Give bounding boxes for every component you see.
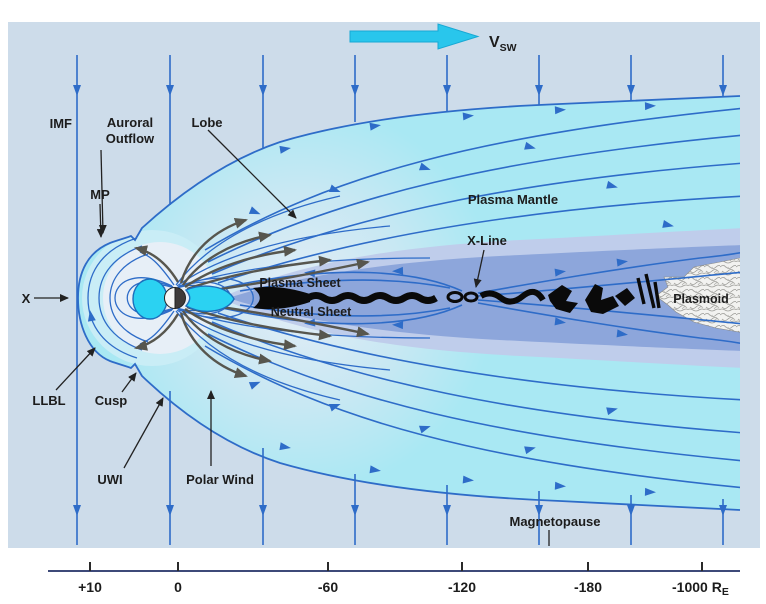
label-x-point: X (22, 291, 31, 306)
turbulent-hash (636, 273, 661, 309)
earth (164, 286, 186, 310)
imf-field-lines (73, 55, 727, 545)
label-auroral-outflow-line1: Auroral (107, 115, 153, 130)
label-uwi: UWI (97, 472, 122, 487)
label-cusp: Cusp (95, 393, 128, 408)
solar-wind-arrow (349, 23, 480, 50)
label-lobe: Lobe (191, 115, 222, 130)
solar-wind-label: VSW (489, 34, 517, 54)
label-neutral-sheet: Neutral Sheet (271, 305, 352, 319)
ion-outflow-arrows (134, 218, 370, 378)
post-xline-sheet (479, 288, 546, 305)
turbulent-blob-3 (615, 288, 635, 306)
llbl-boundary-arcs (87, 237, 149, 359)
neutral-sheet-assembly (253, 273, 661, 314)
label-imf: IMF (50, 116, 72, 131)
label-llbl: LLBL (32, 393, 65, 408)
label-plasmoid: Plasmoid (673, 292, 729, 306)
label-magnetopause: Magnetopause (509, 514, 600, 529)
axis-tick-0: 0 (174, 579, 182, 595)
axis-tick-plus10: +10 (78, 579, 102, 595)
axis-tick-minus120: -120 (448, 579, 476, 595)
axis-tick-minus1000re: -1000 RE (672, 579, 729, 598)
turbulent-blob-2 (585, 284, 619, 314)
x-line-ring (446, 291, 464, 303)
turbulent-blob-1 (548, 285, 578, 313)
label-mp: MP (90, 187, 110, 202)
label-pointers (34, 129, 550, 546)
plasma-sheet-wedge (253, 286, 310, 310)
label-x-line: X-Line (467, 233, 507, 248)
label-plasma-sheet: Plasma Sheet (259, 276, 341, 290)
label-auroral-outflow-line2: Outflow (106, 131, 155, 146)
distance-axis: +10 0 -60 -120 -180 -1000 RE (48, 562, 740, 598)
label-polar-wind: Polar Wind (186, 472, 254, 487)
plasmoid-region (655, 256, 740, 334)
mantle-field-lines-upper (204, 107, 740, 297)
axis-tick-minus60: -60 (318, 579, 338, 595)
neutral-sheet-line (306, 292, 438, 304)
x-line-ring-2 (463, 291, 479, 303)
axis-tick-minus180: -180 (574, 579, 602, 595)
label-plasma-mantle: Plasma Mantle (468, 192, 558, 207)
magnetopause-boundary-line (77, 95, 741, 511)
